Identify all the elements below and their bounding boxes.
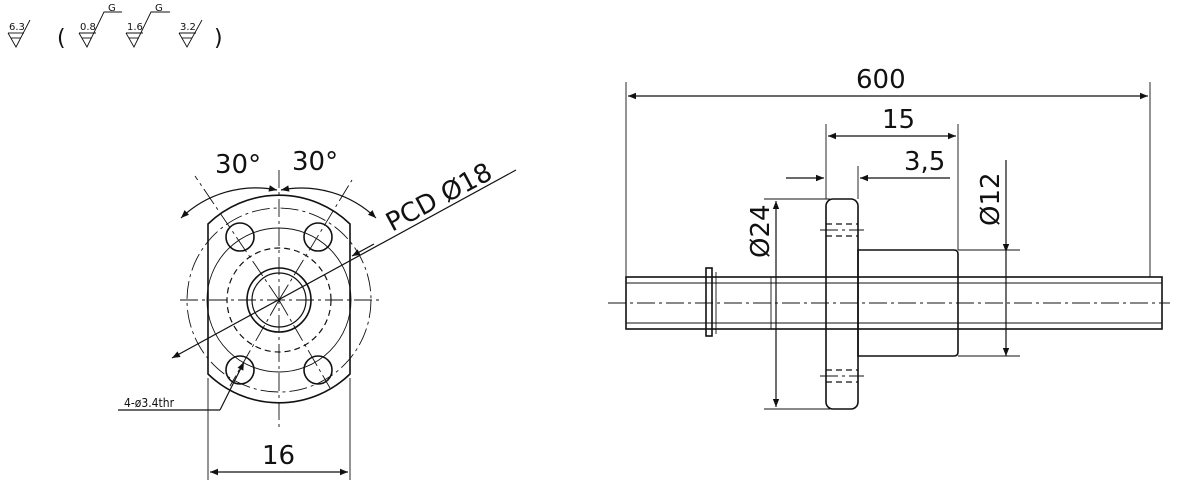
surface-finish-symbol-3.2: 3.2 (178, 19, 203, 48)
surface-finish-open-paren: ( (57, 26, 66, 51)
surface-finish-symbol-1.6: 1.6 G (125, 3, 170, 48)
length-dimension: 600 (856, 65, 906, 95)
surface-finish-close-paren: ) (214, 26, 223, 51)
pcd-label: PCD Ø18 (381, 157, 497, 238)
pcd-leader (171, 169, 517, 359)
width-dimension: 16 (262, 441, 295, 471)
mounting-hole (225, 222, 255, 252)
hole-note-leader (219, 361, 245, 411)
mounting-hole (303, 355, 333, 385)
nut-length-dimension: 15 (882, 105, 915, 135)
flange-thickness-dimension: 3,5 (904, 147, 945, 177)
wiper-ring (705, 267, 713, 337)
side-view: 600 15 3,5 Ø24 Ø12 (608, 65, 1170, 410)
front-view: 30° 30° PCD Ø18 4-ø3.4thr 16 (118, 147, 517, 480)
mounting-hole (303, 222, 333, 252)
shaft-diameter-dimension: Ø12 (976, 172, 1006, 226)
hole-note: 4-ø3.4thr (124, 396, 175, 410)
angle-label-left: 30° (215, 150, 261, 180)
angle-label-right: 30° (292, 147, 338, 177)
surface-finish-value: 3.2 (180, 22, 196, 33)
mounting-hole (225, 355, 255, 385)
mounting-holes (225, 222, 333, 385)
nut-flange (825, 198, 859, 410)
angle-arc-right (280, 185, 377, 219)
surface-finish-value: 0.8 (80, 22, 96, 33)
nut-body (857, 249, 959, 357)
angle-arc-left (180, 185, 278, 219)
surface-finish-general-value: 6.3 (9, 22, 25, 33)
angle-line-right (278, 179, 353, 301)
surface-finish-process: G (155, 3, 163, 14)
surface-finish-process: G (108, 3, 116, 14)
surface-finish-legend: 6.3 ( 0.8 G 1.6 G 3.2 ) (7, 3, 223, 51)
surface-finish-symbol-0.8: 0.8 G (78, 3, 122, 48)
flange-diameter-dimension: Ø24 (746, 204, 776, 258)
surface-finish-value: 1.6 (127, 22, 143, 33)
surface-finish-general-symbol: 6.3 (7, 19, 31, 48)
